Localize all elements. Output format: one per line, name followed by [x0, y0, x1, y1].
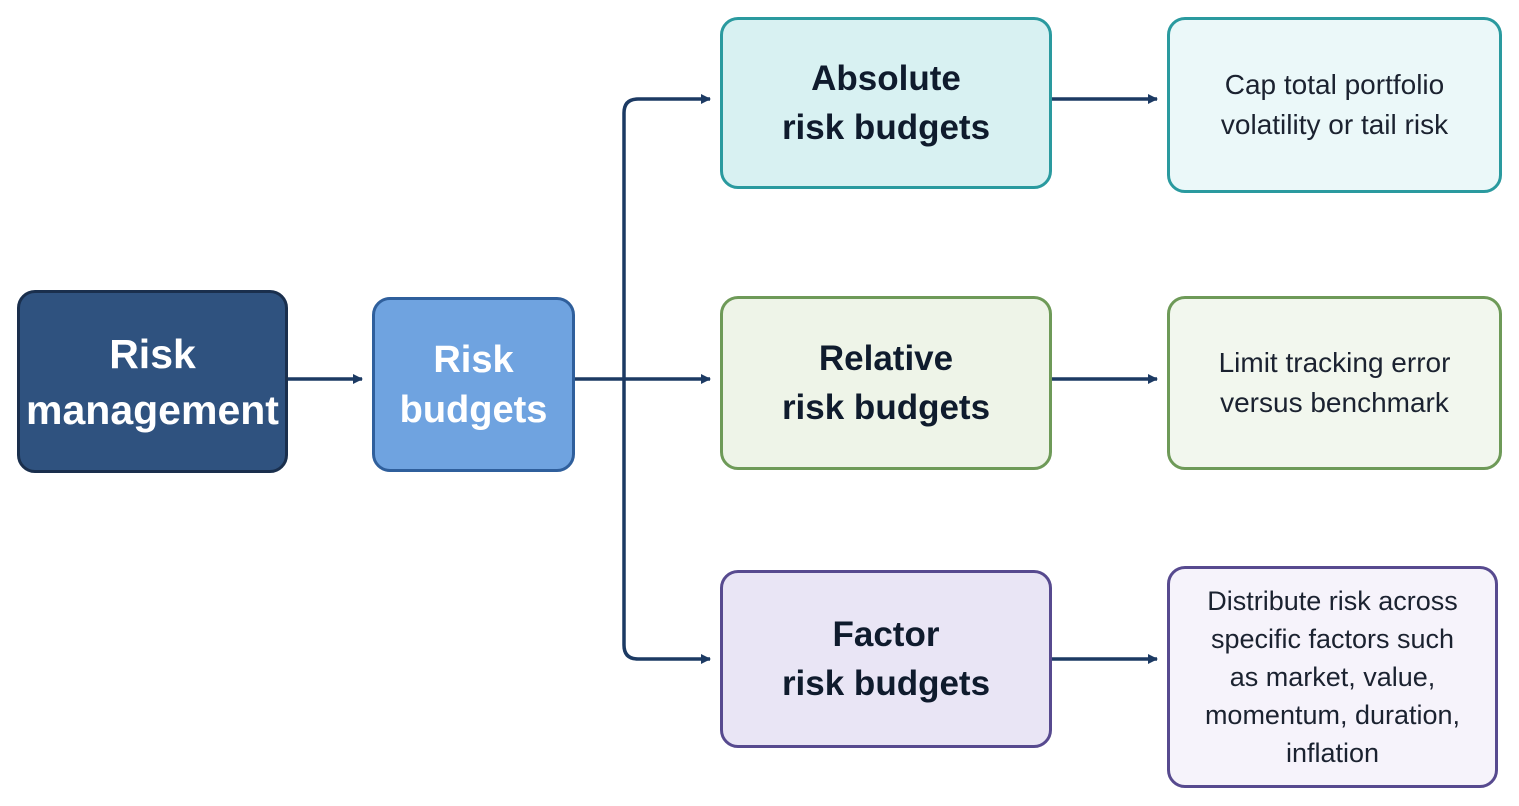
risk-budgets-label: Risk budgets [399, 338, 548, 431]
relative-risk-budgets-label: Relative risk budgets [781, 339, 991, 427]
branch-trunk-line [622, 97, 639, 661]
factor-risk-budgets-label: Factor risk budgets [781, 615, 991, 703]
relative-risk-budgets-node: Relative risk budgets [720, 296, 1052, 470]
relative-description-node: Limit tracking error versus benchmark [1167, 296, 1502, 470]
factor-risk-budgets-node: Factor risk budgets [720, 570, 1052, 748]
absolute-description-node: Cap total portfolio volatility or tail r… [1167, 17, 1502, 193]
absolute-risk-budgets-node: Absolute risk budgets [720, 17, 1052, 189]
absolute-risk-budgets-label: Absolute risk budgets [781, 59, 991, 147]
risk-budgets-node: Risk budgets [372, 297, 575, 472]
risk-management-label: Risk management [26, 330, 279, 433]
relative-description-text: Limit tracking error versus benchmark [1218, 347, 1451, 418]
risk-management-node: Risk management [17, 290, 288, 473]
factor-description-text: Distribute risk across specific factors … [1204, 586, 1461, 768]
absolute-description-text: Cap total portfolio volatility or tail r… [1220, 69, 1449, 140]
factor-description-node: Distribute risk across specific factors … [1167, 566, 1498, 788]
